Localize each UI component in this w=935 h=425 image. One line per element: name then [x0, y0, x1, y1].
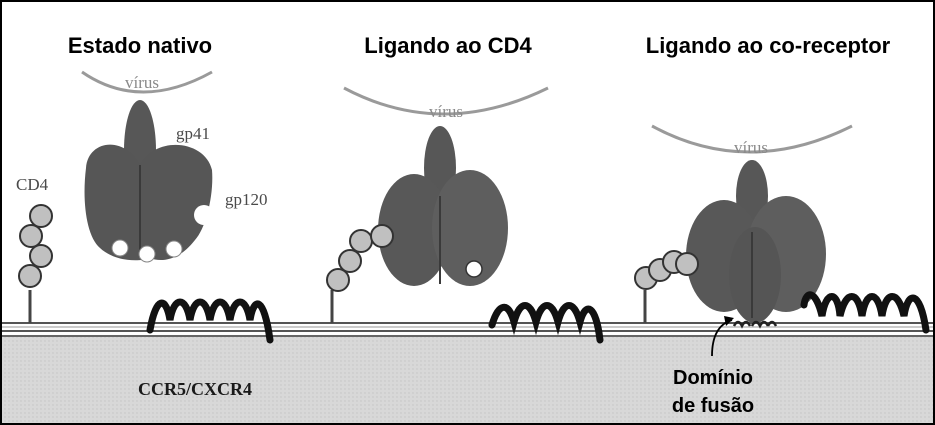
- panel-3-cd4-receptor: [635, 251, 698, 323]
- gp120-label: gp120: [225, 190, 268, 209]
- panel-3-virus-label: vírus: [734, 138, 768, 157]
- panel-3-coreceptor: [804, 295, 926, 330]
- gp41-label: gp41: [176, 124, 210, 143]
- panel-1-cd4-receptor: [19, 205, 52, 323]
- panel-2-envelope-trimer: [378, 126, 508, 286]
- cell-membrane: [2, 323, 933, 336]
- panel-2-cd4-receptor: [327, 225, 393, 323]
- coreceptor-label: CCR5/CXCR4: [138, 379, 252, 399]
- panel-1-cd4-pocket: [194, 205, 214, 225]
- panel-2-title: Ligando ao CD4: [364, 33, 532, 58]
- panel-2-virus-label: vírus: [429, 102, 463, 121]
- panel-3-title: Ligando ao co-receptor: [646, 33, 891, 58]
- panel-1-coreceptor: [150, 302, 270, 340]
- fusion-domain-label-line1: Domínio: [673, 367, 753, 389]
- panel-1-virus-label: vírus: [125, 73, 159, 92]
- cd4-label: CD4: [16, 175, 49, 194]
- fusion-domain-label-line2: de fusão: [672, 395, 754, 417]
- panel-1-gp120-subunit: [85, 145, 213, 261]
- panel-1-title: Estado nativo: [68, 33, 212, 58]
